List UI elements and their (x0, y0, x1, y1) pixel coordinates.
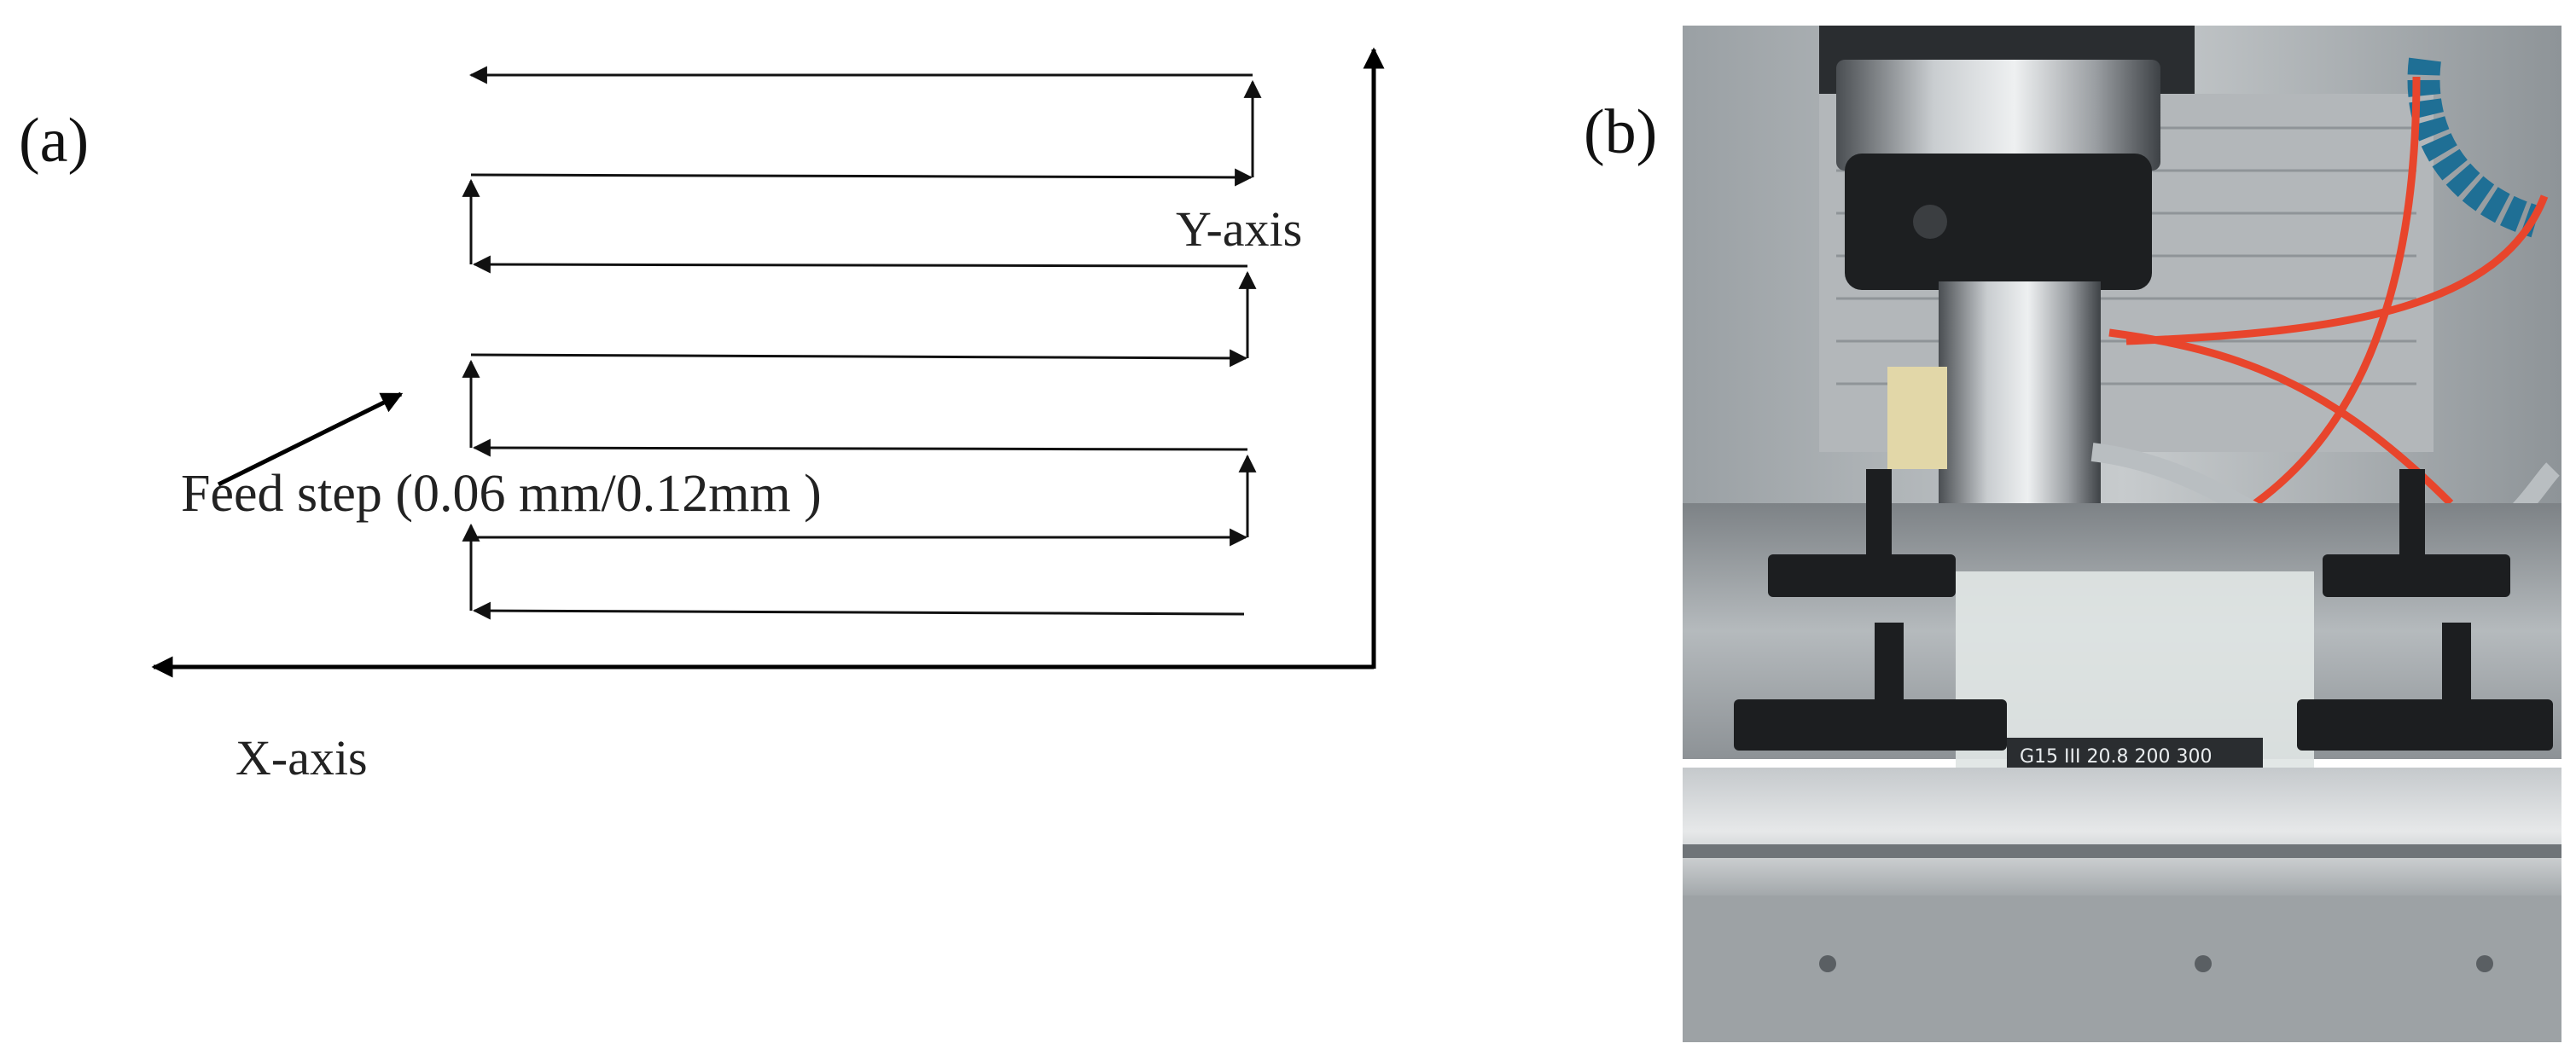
path-segment-row-3 (472, 255, 1248, 274)
coolant-blue-hose (2407, 57, 2541, 238)
air-tube-red-3 (2125, 194, 2549, 345)
path-segment-row-5 (472, 438, 1248, 457)
stud-left (1875, 623, 1904, 725)
base-screws (1819, 955, 2493, 972)
machine-base (1683, 896, 2561, 1042)
feed-step-arrow (217, 391, 404, 487)
stud-top-right (2399, 469, 2425, 563)
spindle-tool-holder (1939, 281, 2101, 503)
fixture-clamps (1734, 469, 2553, 751)
path-segment-row-2 (470, 168, 1253, 187)
clamp-bolt (1913, 205, 1947, 239)
panel-a-label: (a) (19, 106, 90, 176)
table-front-rail (1683, 768, 2561, 896)
zigzag-path (462, 66, 1262, 620)
panel-b-label: (b) (1584, 97, 1658, 167)
stud-right (2442, 623, 2471, 725)
spindle-collar (1836, 60, 2160, 171)
tool-sensor-block (1887, 367, 1947, 469)
spindle-clamp-ring (1845, 154, 2152, 290)
workpiece-plate (1956, 571, 2314, 768)
machining-setup-photo: G15 III 20.8 200 300 (1683, 26, 2561, 1042)
tool-path-diagram (151, 47, 1385, 678)
stud-top-left (1866, 469, 1892, 563)
clamp-right (2297, 699, 2553, 751)
feed-step-label: Feed step (0.06 mm/0.12mm ) (181, 465, 822, 523)
machining-setup-illustration: G15 III 20.8 200 300 (1683, 26, 2561, 1042)
workpiece-strip (2007, 738, 2263, 772)
path-segment-row-7 (472, 601, 1245, 620)
clamp-top-left (1768, 554, 1956, 597)
x-axis-label: X-axis (236, 730, 368, 785)
table-slot (1683, 844, 2561, 858)
clamp-left (1734, 699, 2007, 751)
path-segment-row-4 (470, 349, 1248, 368)
workpiece-marking: G15 III 20.8 200 300 (2020, 746, 2212, 768)
y-axis-label: Y-axis (1176, 201, 1303, 257)
clamp-top-right (2323, 554, 2510, 597)
